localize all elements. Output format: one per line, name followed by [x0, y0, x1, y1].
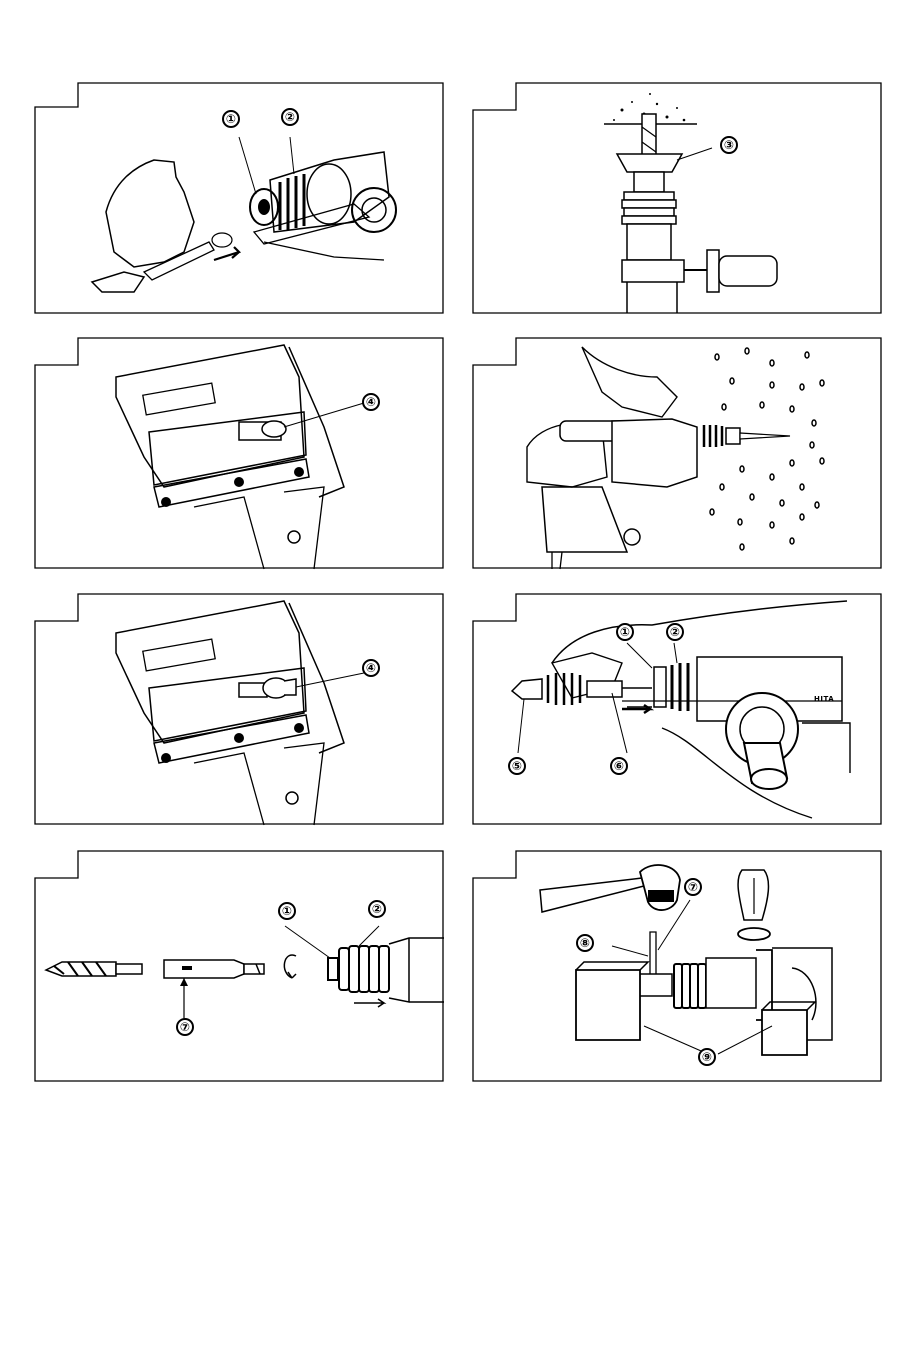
callout-1: ①	[222, 110, 240, 128]
side-handle-icon	[707, 250, 719, 292]
callout-5: ⑤	[508, 757, 526, 775]
callout-1: ①	[616, 623, 634, 641]
taper-shank-adapter-illustration	[34, 850, 444, 1082]
figure-panel-7: ① ② ⑦	[34, 850, 444, 1082]
figure-panel-4	[472, 337, 882, 569]
selector-switch-illustration	[34, 337, 444, 569]
callout-2: ②	[368, 900, 386, 918]
callout-4: ④	[362, 659, 380, 677]
callout-9: ⑨	[698, 1048, 716, 1066]
figure-panel-5: ④	[34, 593, 444, 825]
figure-panel-8: ⑦ ⑧ ⑨	[472, 850, 882, 1082]
figure-panel-1: ① ②	[34, 82, 444, 314]
callout-2: ②	[281, 108, 299, 126]
wall-drilling-illustration	[472, 337, 882, 569]
wood-block-icon	[576, 970, 640, 1040]
side-handle-icon	[738, 928, 770, 940]
figure-panel-6: HITA ① ② ⑤ ⑥	[472, 593, 882, 825]
hand-icon	[582, 347, 677, 417]
dust-cup-icon	[617, 154, 682, 172]
figure-panel-2: ③	[472, 82, 882, 314]
chuck-icon	[726, 428, 740, 444]
callout-4: ④	[362, 393, 380, 411]
chuck-icon	[512, 679, 542, 699]
adapter-removal-illustration	[472, 850, 882, 1082]
callout-1: ①	[278, 902, 296, 920]
callout-2: ②	[666, 623, 684, 641]
figure-panel-3: ④	[34, 337, 444, 569]
hammer-drill-icon	[612, 419, 697, 487]
callout-7: ⑦	[176, 1018, 194, 1036]
drill-bit-icon	[740, 433, 790, 439]
callout-6: ⑥	[610, 757, 628, 775]
callout-7: ⑦	[684, 878, 702, 896]
tool-marking: HITA	[814, 695, 834, 703]
wood-block-icon	[762, 1010, 807, 1055]
hammer-icon	[640, 865, 680, 910]
callout-8: ⑧	[576, 934, 594, 952]
callout-3: ③	[720, 136, 738, 154]
drill-bit-icon	[92, 272, 144, 292]
ceiling-drilling-illustration	[472, 82, 882, 314]
selector-switch-illustration	[34, 593, 444, 825]
